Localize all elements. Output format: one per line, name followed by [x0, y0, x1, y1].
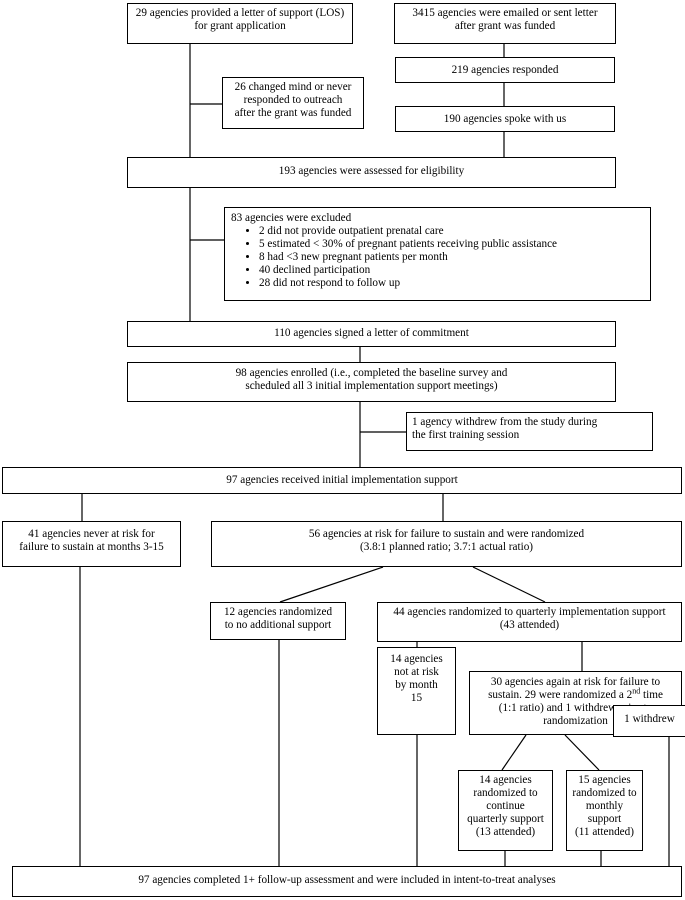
- never-at-risk-line-1: 41 agencies never at risk for: [28, 528, 155, 540]
- enrolled-line-1: 98 agencies enrolled (i.e., completed th…: [235, 367, 508, 379]
- changed-mind-box: 26 changed mind or never responded to ou…: [222, 77, 364, 129]
- spoke-text: 190 agencies spoke with us: [443, 113, 567, 125]
- spoke-with-us-box: 190 agencies spoke with us: [395, 106, 615, 132]
- again-at-risk-line-2-tail: time: [640, 689, 663, 701]
- excluded-box: 83 agencies were excluded 2 did not prov…: [224, 207, 651, 301]
- withdrew-training-box: 1 agency withdrew from the study during …: [406, 412, 653, 451]
- los-line-1: 29 agencies provided a letter of support…: [135, 7, 345, 19]
- again-at-risk-box: 30 agencies again at risk for failure to…: [469, 671, 682, 735]
- monthly-line-5: (11 attended): [575, 826, 634, 838]
- assessed-text: 193 agencies were assessed for eligibili…: [278, 165, 465, 177]
- enrolled-line-2: scheduled all 3 initial implementation s…: [245, 380, 498, 392]
- continue-quarterly-line-4: quarterly support: [467, 813, 544, 825]
- continue-quarterly-line-3: continue: [486, 800, 525, 812]
- no-additional-support-box: 12 agencies randomized to no additional …: [210, 602, 346, 640]
- at-risk-line-2: (3.8:1 planned ratio; 3.7:1 actual ratio…: [359, 541, 534, 553]
- not-at-risk-month-15-box: 14 agencies not at risk by month 15: [377, 647, 456, 735]
- never-at-risk-box: 41 agencies never at risk for failure to…: [2, 521, 181, 567]
- los-line-2: for grant application: [194, 20, 286, 32]
- exclusion-reason: 8 had <3 new pregnant patients per month: [259, 251, 646, 264]
- responded-box: 219 agencies responded: [395, 57, 615, 83]
- monthly-line-4: support: [587, 813, 622, 825]
- completed-text: 97 agencies completed 1+ follow-up asses…: [138, 874, 556, 886]
- one-withdrew-box: 1 withdrew: [613, 705, 685, 737]
- one-withdrew-text: 1 withdrew: [624, 713, 675, 725]
- quarterly-support-box: 44 agencies randomized to quarterly impl…: [377, 602, 682, 642]
- again-at-risk-line-4: randomization: [543, 715, 608, 727]
- responded-text: 219 agencies responded: [451, 64, 559, 76]
- changed-mind-line-1: 26 changed mind or never: [234, 81, 352, 93]
- quarterly-line-2: (43 attended): [499, 619, 560, 631]
- never-at-risk-line-2: failure to sustain at months 3-15: [19, 541, 164, 553]
- again-at-risk-line-1: 30 agencies again at risk for failure to: [490, 676, 661, 688]
- not-at-risk-line-1: 14 agencies: [390, 653, 443, 665]
- assessed-eligibility-box: 193 agencies were assessed for eligibili…: [127, 157, 616, 188]
- again-at-risk-line-2-text: sustain. 29 were randomized a 2: [488, 689, 633, 701]
- monthly-line-1: 15 agencies: [578, 774, 631, 786]
- exclusion-reason: 28 did not respond to follow up: [259, 277, 646, 290]
- monthly-support-box: 15 agencies randomized to monthly suppor…: [566, 770, 643, 851]
- letter-of-support-box: 29 agencies provided a letter of support…: [127, 3, 353, 44]
- initial-support-text: 97 agencies received initial implementat…: [226, 474, 458, 486]
- at-risk-randomized-box: 56 agencies at risk for failure to susta…: [211, 521, 682, 567]
- exclusion-reason: 5 estimated < 30% of pregnant patients r…: [259, 238, 646, 251]
- commitment-text: 110 agencies signed a letter of commitme…: [274, 327, 469, 339]
- quarterly-line-1: 44 agencies randomized to quarterly impl…: [393, 606, 666, 618]
- withdrew-training-line-1: 1 agency withdrew from the study during: [412, 416, 598, 428]
- emailed-line-1: 3415 agencies were emailed or sent lette…: [412, 7, 598, 19]
- continue-quarterly-line-1: 14 agencies: [479, 774, 532, 786]
- exclusion-reasons-list: 2 did not provide outpatient prenatal ca…: [231, 225, 646, 290]
- initial-support-box: 97 agencies received initial implementat…: [2, 467, 682, 494]
- at-risk-line-1: 56 agencies at risk for failure to susta…: [308, 528, 585, 540]
- changed-mind-line-3: after the grant was funded: [234, 107, 352, 119]
- again-at-risk-line-2: sustain. 29 were randomized a 2nd time: [474, 686, 677, 702]
- emailed-agencies-box: 3415 agencies were emailed or sent lette…: [394, 3, 616, 44]
- exclusion-reason: 40 declined participation: [259, 264, 646, 277]
- emailed-line-2: after grant was funded: [454, 20, 556, 32]
- continue-quarterly-line-2: randomized to: [473, 787, 538, 799]
- completed-follow-up-box: 97 agencies completed 1+ follow-up asses…: [12, 866, 682, 897]
- letter-of-commitment-box: 110 agencies signed a letter of commitme…: [127, 321, 616, 347]
- not-at-risk-line-2: not at risk: [394, 666, 439, 678]
- no-support-line-1: 12 agencies randomized: [223, 606, 333, 618]
- monthly-line-3: monthly: [585, 800, 624, 812]
- continue-quarterly-box: 14 agencies randomized to continue quart…: [458, 770, 553, 851]
- excluded-title: 83 agencies were excluded: [231, 212, 352, 224]
- changed-mind-line-2: responded to outreach: [243, 94, 343, 106]
- continue-quarterly-line-5: (13 attended): [475, 826, 536, 838]
- no-support-line-2: to no additional support: [224, 619, 332, 631]
- monthly-line-2: randomized to: [572, 787, 637, 799]
- not-at-risk-line-4: 15: [410, 692, 423, 704]
- exclusion-reason: 2 did not provide outpatient prenatal ca…: [259, 225, 646, 238]
- enrolled-box: 98 agencies enrolled (i.e., completed th…: [127, 362, 616, 402]
- not-at-risk-line-3: by month: [395, 679, 438, 691]
- ordinal-suffix: nd: [632, 686, 641, 696]
- withdrew-training-line-2: the first training session: [412, 429, 520, 441]
